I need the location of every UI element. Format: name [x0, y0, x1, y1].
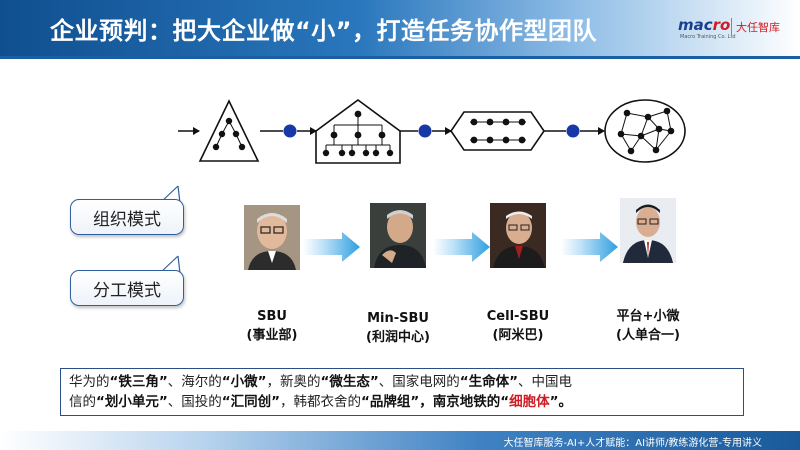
cell-org-icon [450, 111, 545, 151]
flow-arrow-icon [433, 232, 490, 262]
stage-subtitle: (人单合一) [616, 328, 680, 343]
footer-text: 大任智库服务-AI+人才赋能：AI讲师/教练游化营-专用讲义 [503, 438, 762, 449]
summary-text: ，南京地铁的 [419, 394, 501, 410]
summary-highlight: “微生态” [320, 374, 379, 390]
summary-text: ，新奥的 [266, 374, 321, 390]
summary-highlight: “小微” [221, 374, 267, 390]
summary-highlight: ”。 [549, 394, 572, 410]
logo-subtitle: Macro Training Co. Ltd [680, 34, 736, 40]
summary-text: 、国家电网的 [378, 374, 460, 390]
logo-wordmark: macro [678, 16, 731, 34]
summary-highlight: “品牌组” [361, 394, 420, 410]
header-divider [0, 56, 800, 59]
callout-pointer-line [177, 255, 181, 274]
stage-subtitle: (利润中心) [366, 330, 430, 345]
stage-connector-dot [566, 124, 580, 138]
header-bar: 企业预判：把大企业做“小”，打造任务协作型团队 macro Macro Trai… [0, 0, 800, 56]
callout-division-mode: 分工模式 [70, 270, 184, 306]
summary-text: 信的 [69, 394, 96, 410]
stage-connector-dot [418, 124, 432, 138]
portrait-photo [244, 205, 300, 270]
summary-text: 、海尔的 [167, 374, 222, 390]
portrait-photo [490, 203, 546, 268]
callout-org-mode: 组织模式 [70, 199, 184, 235]
summary-highlight: “划小单元” [96, 394, 168, 410]
summary-text: ，韩都衣舍的 [280, 394, 361, 410]
stage-subtitle: (阿米巴) [492, 328, 544, 343]
stage-caption-sbu: SBU (事业部) [212, 307, 332, 345]
stage-caption-cell-sbu: Cell-SBU (阿米巴) [458, 307, 578, 345]
summary-highlight: “汇同创” [221, 394, 280, 410]
stage-name: Cell-SBU [486, 309, 550, 324]
footer-bar: 大任智库服务-AI+人才赋能：AI讲师/教练游化营-专用讲义 [0, 431, 800, 450]
flow-arrow-icon [303, 232, 360, 262]
summary-highlight: “生命体” [459, 374, 518, 390]
triangle-org-icon [198, 99, 260, 162]
summary-text: 、中国电 [518, 374, 572, 390]
stage-name: SBU [257, 309, 287, 324]
portrait-photo [620, 198, 676, 263]
logo-divider [731, 18, 732, 36]
network-org-icon [604, 99, 686, 163]
stage-subtitle: (事业部) [246, 328, 298, 343]
brand-logo: macro Macro Training Co. Ltd 大任智库 [678, 16, 796, 42]
summary-text: 、国投的 [167, 394, 222, 410]
flow-arrow-icon [561, 232, 618, 262]
summary-red-highlight: 细胞体 [509, 394, 550, 410]
summary-line: 信的“划小单元”、国投的“汇同创”，韩都衣舍的“品牌组”，南京地铁的“细胞体”。 [69, 392, 735, 412]
summary-text: 华为的 [69, 374, 110, 390]
examples-summary-box: 华为的“铁三角”、海尔的“小微”，新奥的“微生态”、国家电网的“生命体”、中国电… [60, 368, 744, 416]
stage-caption-min-sbu: Min-SBU (利润中心) [338, 309, 458, 347]
stage-connector-dot [283, 124, 297, 138]
stage-caption-platform: 平台+小微 (人单合一) [588, 307, 708, 345]
stage-name: Min-SBU [367, 311, 429, 326]
summary-line: 华为的“铁三角”、海尔的“小微”，新奥的“微生态”、国家电网的“生命体”、中国电 [69, 372, 735, 392]
portrait-photo [370, 203, 426, 268]
hierarchy-org-icon [315, 99, 401, 164]
summary-highlight: “ [500, 394, 510, 410]
page-title: 企业预判：把大企业做“小”，打造任务协作型团队 [50, 17, 598, 45]
stage-name: 平台+小微 [616, 309, 680, 324]
logo-chinese-name: 大任智库 [736, 21, 780, 34]
summary-highlight: “铁三角” [109, 374, 168, 390]
